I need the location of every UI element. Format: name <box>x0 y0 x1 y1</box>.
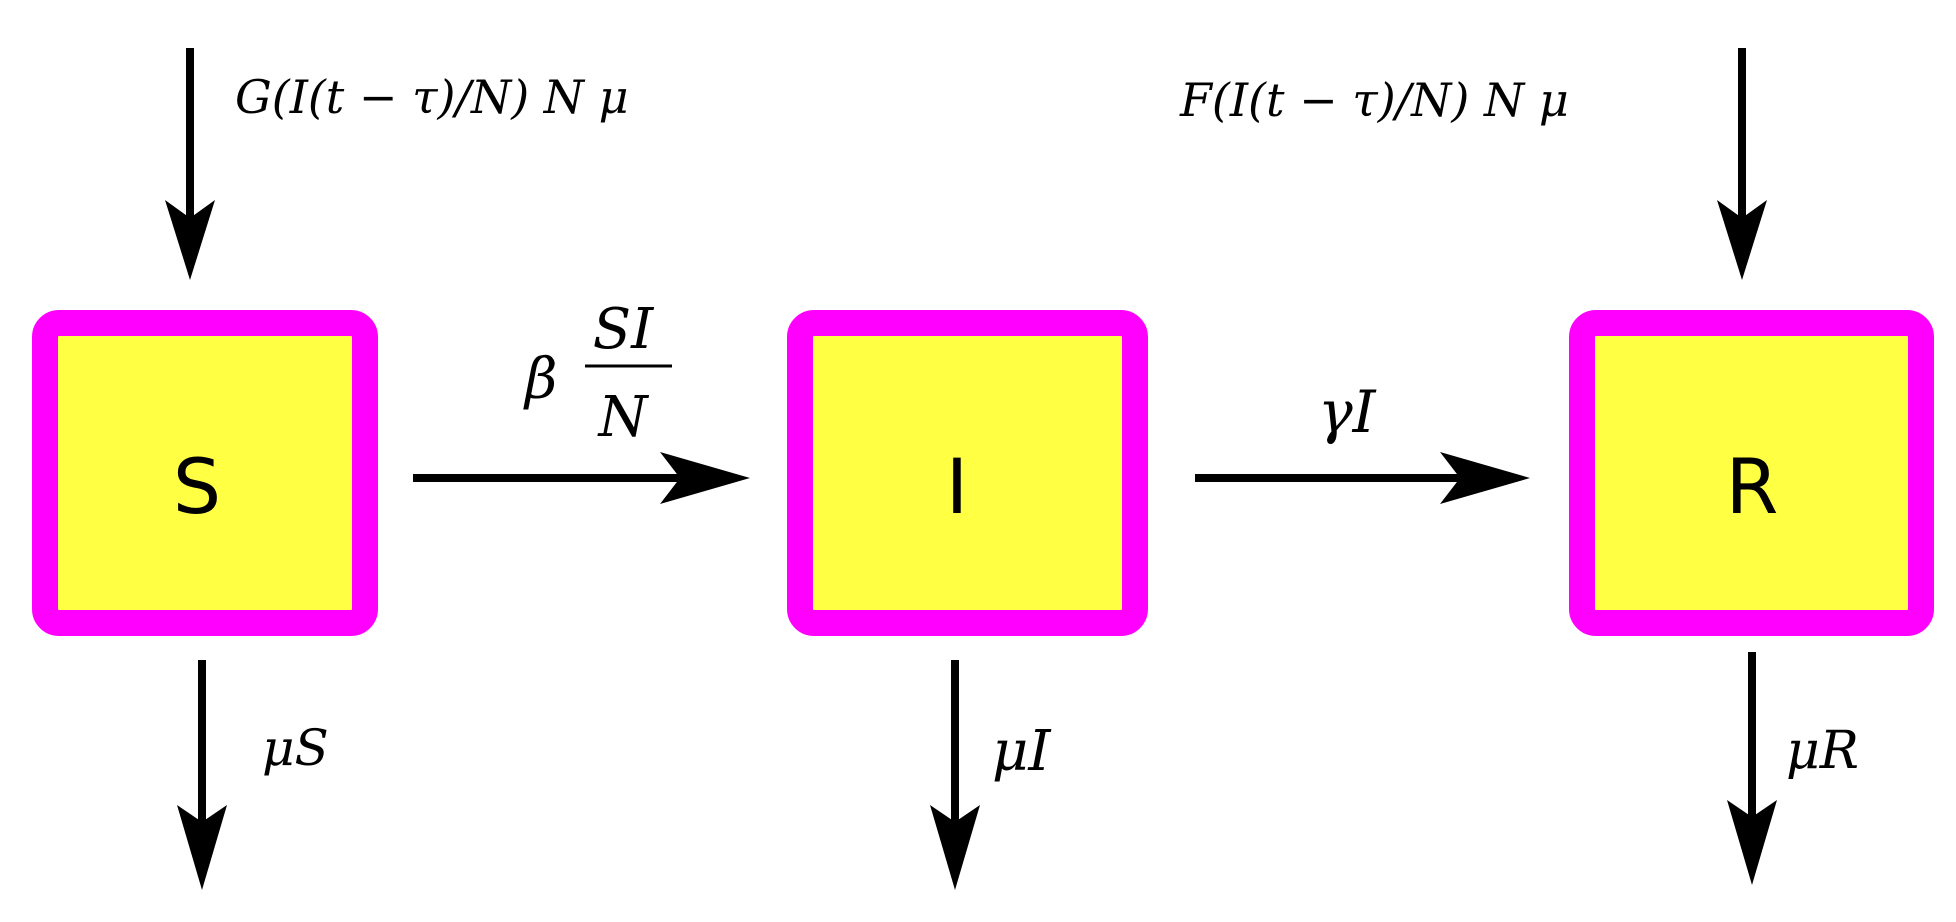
death-s-label: μS <box>262 719 329 777</box>
transmission-label: β SI N <box>523 297 672 450</box>
death-r-label: μR <box>1786 721 1859 781</box>
compartment-i: I <box>787 310 1148 636</box>
recovery-arrow <box>1195 452 1530 504</box>
transmission-arrow <box>413 452 750 504</box>
compartment-r-box <box>1569 310 1934 636</box>
death-i-arrow <box>930 660 980 890</box>
transmission-coefficient: β <box>523 347 557 412</box>
compartment-s-box <box>32 310 378 636</box>
inflow-s-label: G(I(t − τ)/N) N μ <box>235 70 629 124</box>
death-i-label: μI <box>992 719 1052 784</box>
compartment-r-label: R <box>1726 442 1779 531</box>
compartment-s: S <box>32 310 378 636</box>
compartment-i-box <box>787 310 1148 636</box>
compartment-s-label: S <box>173 442 221 531</box>
compartment-r: R <box>1569 310 1934 636</box>
inflow-r-label: F(I(t − τ)/N) N μ <box>1179 73 1569 127</box>
death-r-arrow <box>1727 652 1777 885</box>
inflow-r-arrow <box>1717 48 1767 280</box>
death-s-arrow <box>177 660 227 890</box>
transmission-numerator: SI <box>593 297 655 362</box>
compartment-i-label: I <box>946 442 968 531</box>
inflow-s-arrow <box>165 48 215 280</box>
transmission-denominator: N <box>597 385 650 450</box>
recovery-label: γI <box>1318 378 1377 446</box>
